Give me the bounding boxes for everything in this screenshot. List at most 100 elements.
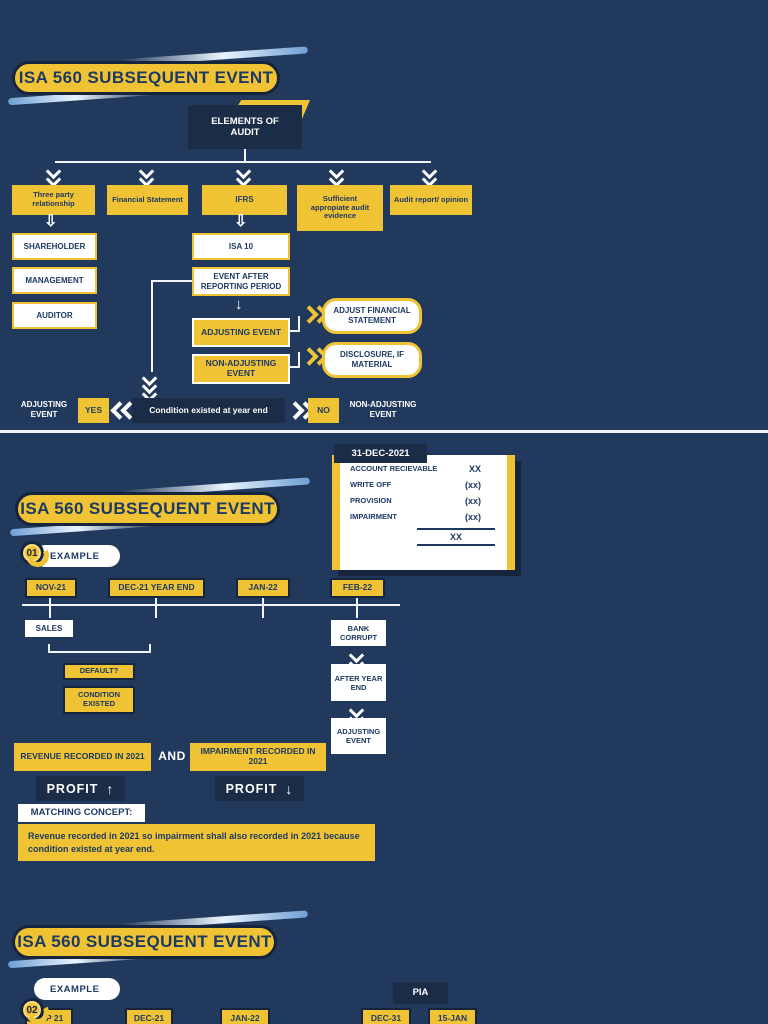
ledger-row-label: ACCOUNT RECIEVABLE [350, 464, 438, 473]
after-year-end-node: AFTER YEAR END [331, 664, 386, 701]
connector-line [55, 161, 431, 163]
no-box: NO [308, 398, 339, 423]
timeline-dec21-yearend: DEC-21 YEAR END [108, 578, 205, 598]
section-divider [0, 430, 768, 433]
timeline-tick [356, 598, 358, 618]
event-after-label: EVENT AFTER REPORTING PERIOD [200, 271, 282, 291]
party-label: SHAREHOLDER [23, 241, 86, 251]
arrow-down-hollow-icon: ⇩ [234, 212, 247, 231]
ledger-row: WRITE OFF (xx) [350, 480, 495, 490]
party-label: MANAGEMENT [25, 275, 84, 285]
label: NON-ADJUSTING EVENT [349, 400, 417, 419]
chevron-down-icon [141, 370, 158, 403]
arrow-up-icon: ↑ [106, 780, 115, 797]
timeline-label: JAN-22 [230, 1013, 260, 1024]
ledger-date-label: 31-DEC-2021 [351, 447, 410, 459]
condition-label: Condition existed at year end [149, 405, 268, 416]
example-label: EXAMPLE [50, 550, 100, 562]
isa10-node: ISA 10 [192, 233, 290, 260]
branch-audit-report: Audit report/ opinion [390, 185, 472, 215]
connector-line [290, 330, 300, 332]
timeline-dec31: DEC-31 [361, 1008, 411, 1024]
party-management: MANAGEMENT [12, 267, 97, 294]
matching-concept-body: Revenue recorded in 2021 so impairment s… [18, 824, 375, 861]
revenue-label: REVENUE RECORDED IN 2021 [20, 751, 145, 762]
timeline-label: 15-JAN [437, 1013, 468, 1024]
bracket-line [48, 651, 151, 653]
non-adjusting-label: NON-ADJUSTING EVENT [205, 358, 277, 378]
decision-left-label: ADJUSTING EVENT [14, 400, 74, 419]
timeline-label: DEC-21 YEAR END [118, 582, 195, 593]
timeline-label: DEC-21 [133, 1013, 165, 1024]
decision-right-label: NON-ADJUSTING EVENT [342, 400, 424, 419]
after-year-end-label: AFTER YEAR END [334, 673, 383, 692]
ledger-row-value: XX [468, 464, 481, 474]
adjusting-event-node: ADJUSTING EVENT [192, 318, 290, 347]
example-pill: EXAMPLE [34, 978, 120, 1000]
ledger-row-label: IMPAIRMENT [350, 512, 397, 521]
ledger-row: PROVISION (xx) [350, 496, 495, 506]
yes-box: YES [78, 398, 109, 423]
timeline-label: NOV-21 [35, 582, 67, 593]
ledger-row-label: WRITE OFF [350, 480, 392, 489]
branch-financial-statement: Financial Statement [107, 185, 188, 215]
bank-corrupt-node: BANK CORRUPT [331, 620, 386, 646]
branch-ifrs: IFRS [202, 185, 287, 215]
connector-line [152, 280, 192, 282]
default-node: DEFAULT? [63, 663, 135, 680]
example-pill: EXAMPLE [34, 545, 120, 567]
matching-concept-title: MATCHING CONCEPT: [30, 807, 133, 819]
impairment-node: IMPAIRMENT RECORDED IN 2021 [190, 743, 326, 771]
default-label: DEFAULT? [79, 666, 119, 676]
ledger-total-value: XX [449, 532, 462, 542]
condition-existed-label: CONDITION EXISTED [77, 690, 121, 708]
yes-label: YES [84, 404, 102, 415]
impairment-label: IMPAIRMENT RECORDED IN 2021 [200, 746, 316, 766]
section3-title: ISA 560 SUBSEQUENT EVENT [12, 925, 277, 959]
label: ADJUSTING EVENT [20, 400, 68, 419]
event-after-node: EVENT AFTER REPORTING PERIOD [192, 267, 290, 296]
branch-label: Audit report/ opinion [393, 194, 469, 204]
profit-label: PROFIT [225, 781, 278, 796]
isa10-label: ISA 10 [228, 241, 254, 251]
ledger-row-value: (xx) [464, 496, 481, 506]
sales-node: SALES [25, 620, 73, 637]
ledger-row-label: PROVISION [350, 496, 392, 505]
ledger-row: ACCOUNT RECIEVABLE XX [350, 464, 495, 474]
timeline-15jan: 15-JAN [428, 1008, 477, 1024]
timeline-label: SEP 21 [34, 1013, 64, 1024]
revenue-node: REVENUE RECORDED IN 2021 [14, 743, 151, 771]
timeline-label: JAN-22 [248, 582, 278, 593]
arrow-down-hollow-icon: ⇩ [44, 212, 57, 231]
condition-box: Condition existed at year end [132, 398, 285, 423]
profit-down-box: PROFIT ↓ [215, 776, 304, 801]
non-adjusting-event-node: NON-ADJUSTING EVENT [192, 354, 290, 384]
example-number-badge: 02 [20, 998, 44, 1022]
no-label: NO [317, 404, 330, 415]
connector-line [298, 316, 300, 332]
ledger-body: ACCOUNT RECIEVABLE XX WRITE OFF (xx) PRO… [340, 455, 507, 570]
branch-label: IFRS [235, 195, 254, 205]
profit-label: PROFIT [46, 781, 99, 796]
timeline-tick [155, 598, 157, 618]
ledger-row-value: (xx) [464, 512, 481, 522]
branch-label: Financial Statement [112, 194, 183, 204]
sales-label: SALES [35, 623, 63, 633]
pia-label: PIA [412, 987, 429, 999]
section2-title-text: ISA 560 SUBSEQUENT EVENT [20, 499, 275, 518]
label: AND [158, 749, 186, 763]
branch-label: Sufficient appropiate audit evidence [310, 194, 370, 221]
connector-line [151, 280, 153, 372]
root-node-label: ELEMENTS OF AUDIT [211, 115, 279, 138]
timeline-label: DEC-31 [370, 1013, 402, 1024]
example-number: 01 [26, 547, 38, 559]
timeline-nov21: NOV-21 [25, 578, 77, 598]
party-auditor: AUDITOR [12, 302, 97, 329]
connector-line [290, 366, 300, 368]
condition-existed-node: CONDITION EXISTED [63, 686, 135, 714]
timeline-label: FEB-22 [342, 582, 373, 593]
timeline-feb22: FEB-22 [330, 578, 385, 598]
adjust-fs-label: ADJUST FINANCIAL STATEMENT [333, 306, 411, 325]
section3-title-text: ISA 560 SUBSEQUENT EVENT [17, 932, 272, 951]
